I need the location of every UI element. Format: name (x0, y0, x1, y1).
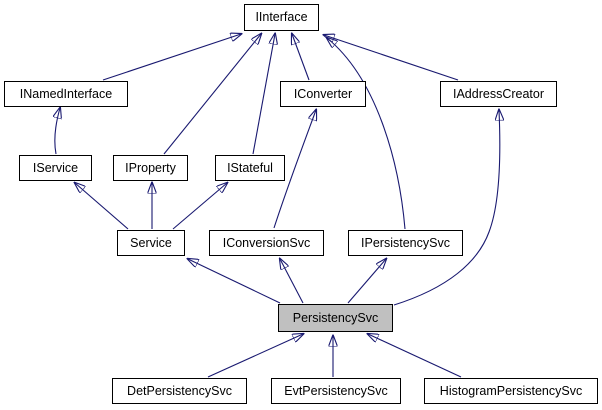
edge-service-to-istateful (172, 183, 227, 230)
node-service-label: Service (130, 235, 172, 250)
edge-iaddresscreator-to-iinterface (324, 35, 459, 81)
node-iservice-label: IService (32, 160, 79, 175)
node-detpersistencysvc-label: DetPersistencySvc (127, 383, 232, 398)
node-evtpersistencysvc[interactable]: EvtPersistencySvc (271, 378, 401, 404)
node-histogrampersistencysvc-label: HistogramPersistencySvc (439, 383, 583, 398)
node-iaddresscreator-label: IAddressCreator (452, 86, 544, 101)
node-evtpersistencysvc-label: EvtPersistencySvc (284, 383, 388, 398)
node-iinterface[interactable]: IInterface (244, 4, 319, 31)
edge-iservice-to-inamedinterface (55, 108, 60, 155)
edge-persistencysvc-to-service (188, 259, 281, 304)
node-service[interactable]: Service (117, 230, 185, 256)
node-inamedinterface[interactable]: INamedInterface (4, 81, 128, 107)
node-iinterface-label: IInterface (255, 10, 308, 25)
edge-service-to-iservice (75, 183, 129, 230)
node-persistencysvc-label: PersistencySvc (292, 310, 379, 325)
edge-detpersistencysvc-to-persistencysvc (207, 334, 303, 378)
node-iconversionsvc[interactable]: IConversionSvc (209, 230, 324, 256)
node-ipersistencysvc[interactable]: IPersistencySvc (348, 230, 463, 256)
edge-iconverter-to-iinterface (292, 34, 310, 81)
node-istateful-label: IStateful (227, 160, 273, 175)
node-histogrampersistencysvc[interactable]: HistogramPersistencySvc (424, 378, 598, 404)
edge-iconversionsvc-to-iconverter (273, 110, 316, 229)
edge-persistencysvc-to-ipersistencysvc (347, 259, 386, 304)
node-iproperty[interactable]: IProperty (113, 155, 188, 181)
node-ipersistencysvc-label: IPersistencySvc (361, 235, 450, 250)
edge-istateful-to-iinterface (252, 34, 275, 155)
node-detpersistencysvc[interactable]: DetPersistencySvc (112, 378, 247, 404)
node-inamedinterface-label: INamedInterface (19, 86, 113, 101)
edge-persistencysvc-to-iaddresscreator (393, 110, 500, 306)
edge-inamedinterface-to-iinterface (102, 34, 241, 81)
edge-persistencysvc-to-iconversionsvc (280, 259, 304, 304)
node-iservice[interactable]: IService (19, 155, 92, 181)
node-istateful[interactable]: IStateful (215, 155, 285, 181)
node-iconversionsvc-label: IConversionSvc (222, 235, 311, 250)
node-persistencysvc: PersistencySvc (278, 304, 393, 332)
node-iconverter-label: IConverter (293, 86, 353, 101)
node-iaddresscreator[interactable]: IAddressCreator (440, 81, 557, 107)
node-iconverter[interactable]: IConverter (280, 81, 366, 107)
edge-histogrampersistencysvc-to-persistencysvc (368, 334, 462, 378)
edge-iproperty-to-iinterface (163, 34, 261, 155)
node-iproperty-label: IProperty (125, 160, 176, 175)
edge-ipersistencysvc-to-iinterface (327, 38, 406, 230)
